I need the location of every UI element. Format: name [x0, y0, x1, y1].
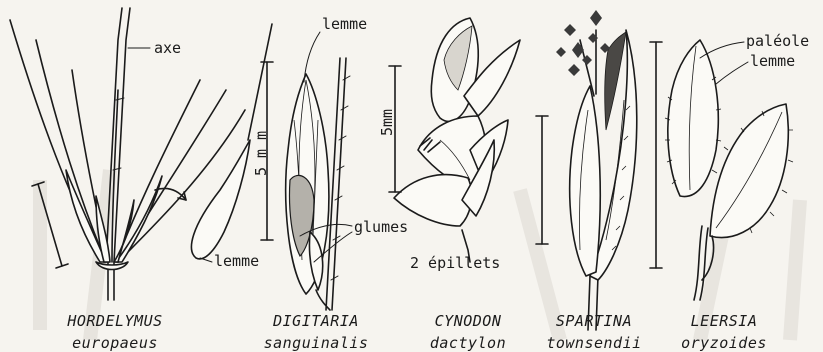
genus-digitaria: DIGITARIA [272, 312, 359, 330]
digitaria-drawing [261, 32, 352, 310]
label-axe: axe [154, 39, 181, 57]
label-paleole: paléole [746, 32, 809, 50]
epithet-leersia: oryzoides [681, 334, 767, 352]
genus-spartina: SPARTINA [556, 312, 632, 330]
label-scale-5mm-digitaria: 5 m m [252, 131, 270, 176]
epithet-digitaria: sanguinalis [264, 334, 369, 352]
genus-leersia: LEERSIA [691, 312, 758, 330]
genus-cynodon: CYNODON [435, 312, 502, 330]
label-lemme-hordelymus: lemme [214, 252, 259, 270]
epithet-spartina: townsendii [546, 334, 641, 352]
label-lemme-leersia: lemme [750, 52, 795, 70]
label-2-epillets: 2 épillets [410, 254, 500, 272]
label-scale-5mm-cynodon: 5mm [378, 109, 396, 136]
epithet-hordelymus: europaeus [72, 334, 158, 352]
species-captions: HORDELYMUS europaeus DIGITARIA sanguinal… [66, 312, 767, 352]
label-glumes: glumes [354, 218, 408, 236]
genus-hordelymus: HORDELYMUS [66, 312, 162, 330]
cynodon-drawing [389, 18, 520, 262]
label-lemme-digitaria: lemme [322, 15, 367, 33]
epithet-cynodon: dactylon [430, 334, 506, 352]
